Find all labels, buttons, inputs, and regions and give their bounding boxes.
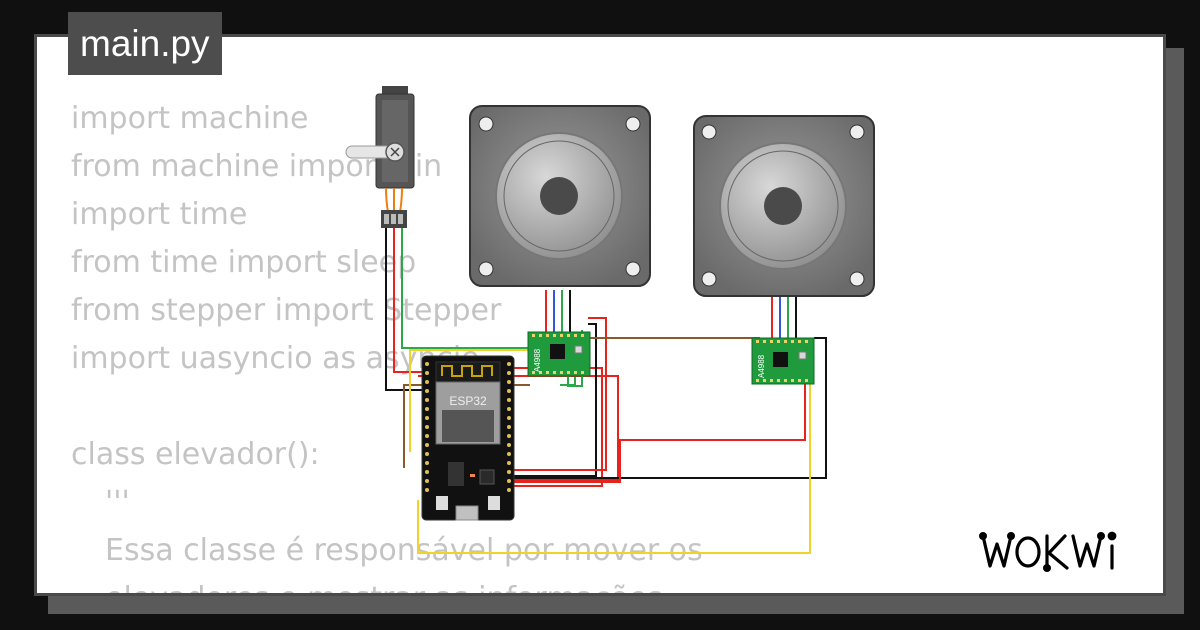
wire-black-1 — [510, 323, 597, 477]
code-line: elevadores e mostrar as informações — [71, 575, 703, 593]
wire-red-4 — [510, 380, 806, 483]
stepper-motor-1[interactable] — [469, 105, 651, 287]
a4988-driver-2[interactable]: A4988 — [751, 337, 815, 385]
wire-red-3 — [510, 317, 607, 471]
driver1-label: A4988 — [533, 348, 542, 372]
code-line: Essa classe é responsável por mover os — [105, 533, 703, 568]
code-line: class elevador(): — [71, 437, 320, 472]
servo-motor[interactable] — [345, 86, 415, 228]
code-line: from stepper import Stepper — [71, 293, 502, 328]
filename-tab: main.py — [68, 12, 222, 75]
wokwi-logo — [978, 531, 1117, 572]
esp32-board[interactable]: ESP32 — [421, 355, 515, 521]
wire-black-2 — [510, 337, 827, 479]
code-line: ''' — [105, 485, 130, 520]
a4988-driver-1[interactable]: A4988 — [527, 331, 591, 377]
code-line: from time import sleep — [71, 245, 417, 280]
wire-yellow-1 — [409, 349, 530, 452]
wire-red-1 — [418, 375, 619, 481]
servo-wire-black — [385, 226, 427, 391]
code-line: import uasyncio as asyncio — [71, 341, 480, 376]
code-line: import time — [71, 197, 248, 232]
driver2-label: A4988 — [757, 354, 766, 378]
wires — [385, 226, 827, 554]
esp32-label: ESP32 — [449, 394, 487, 408]
servo-wire-red — [393, 226, 427, 373]
wire-yellow-2 — [417, 360, 811, 554]
code-line: import machine — [71, 101, 309, 136]
stepper-motor-2[interactable] — [693, 115, 875, 297]
